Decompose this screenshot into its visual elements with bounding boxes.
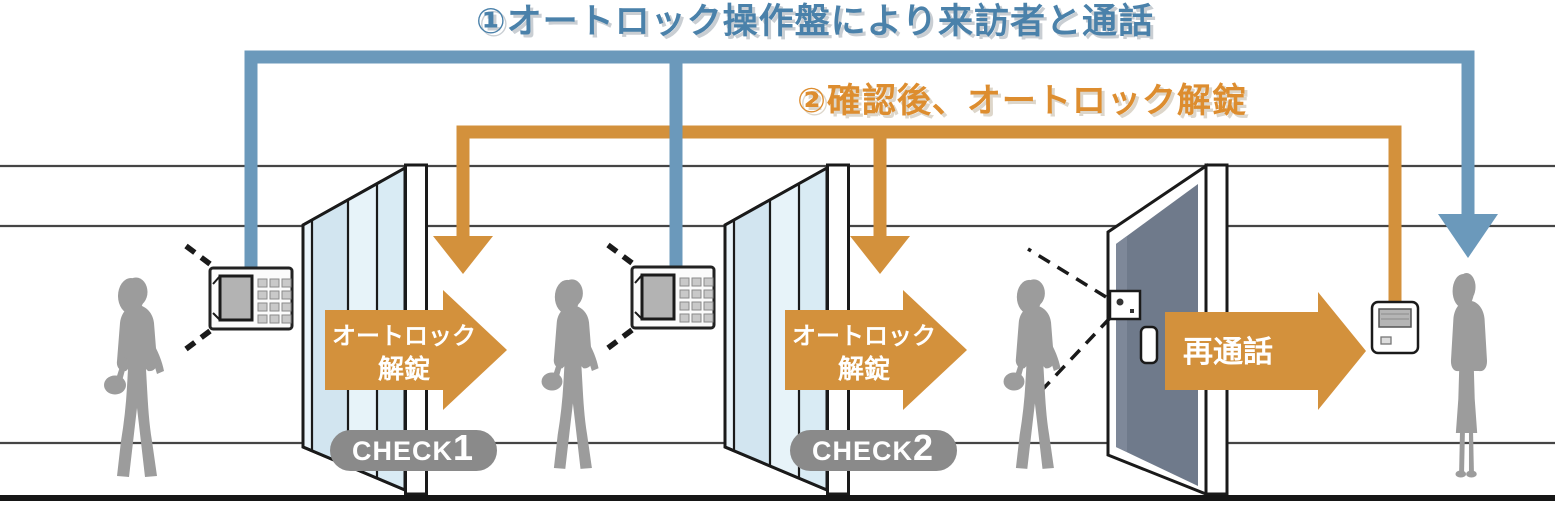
step1-title-shadow: ①オートロック操作盤により来訪者と通話: [479, 5, 1157, 44]
check2-label: CHECK: [812, 436, 913, 466]
door-camera-intercom-icon: [1108, 289, 1142, 321]
svg-text:CHECK1: CHECK1: [352, 427, 474, 468]
orange-unlock-line: [433, 125, 1402, 302]
check2-badge: CHECK2: [790, 427, 957, 471]
apartment-door: [1027, 163, 1229, 497]
check1-label: CHECK: [352, 436, 453, 466]
autolock-arrow-1-line2: 解錠: [378, 354, 430, 384]
camera-sightline-lower: [1040, 316, 1112, 392]
autolock-arrow-2-line2: 解錠: [838, 354, 890, 384]
autolock-unlock-arrow-2: オートロック 解錠: [785, 290, 967, 410]
intercom-panel-1: [184, 243, 294, 352]
door-handle: [1139, 325, 1159, 365]
step1-title: ①オートロック操作盤により来訪者と通話 ①オートロック操作盤により来訪者と通話: [476, 2, 1157, 44]
camera-sightline-upper: [1027, 247, 1107, 299]
autolock-arrow-2-line1: オートロック: [792, 323, 936, 350]
step2-title-text: ②確認後、オートロック解錠: [797, 81, 1247, 120]
check1-badge: CHECK1: [330, 427, 497, 471]
check1-number: 1: [453, 427, 474, 468]
step1-title-text: ①オートロック操作盤により来訪者と通話: [476, 2, 1154, 41]
recall-arrow: 再通話: [1165, 292, 1366, 410]
step2-title-shadow: ②確認後、オートロック解錠: [800, 84, 1250, 123]
orange-down-arrowhead-1: [433, 236, 493, 274]
visitor-silhouette-1: [104, 277, 164, 477]
orange-down-arrowhead-2: [850, 236, 910, 274]
intercom-panel-2: [606, 242, 716, 351]
blue-down-arrowhead: [1438, 214, 1498, 258]
blue-call-line: [244, 50, 1498, 272]
room-intercom-monitor-icon: [1370, 300, 1420, 355]
svg-text:CHECK2: CHECK2: [812, 427, 934, 468]
autolock-keypad-panel-icon: [208, 266, 294, 331]
visitor-silhouette-3: [1003, 279, 1061, 469]
resident-silhouette: [1450, 273, 1488, 478]
glass-door-2: [723, 163, 850, 496]
recall-arrow-label: 再通話: [1183, 335, 1273, 369]
autolock-keypad-panel-icon: [630, 265, 716, 330]
step2-title: ②確認後、オートロック解錠 ②確認後、オートロック解錠: [797, 81, 1250, 123]
check2-number: 2: [913, 427, 934, 468]
ground-border: [0, 495, 1555, 501]
autolock-arrow-1-line1: オートロック: [332, 323, 476, 350]
visitor-silhouette-2: [541, 279, 599, 469]
autolock-unlock-arrow-1: オートロック 解錠: [325, 290, 507, 410]
